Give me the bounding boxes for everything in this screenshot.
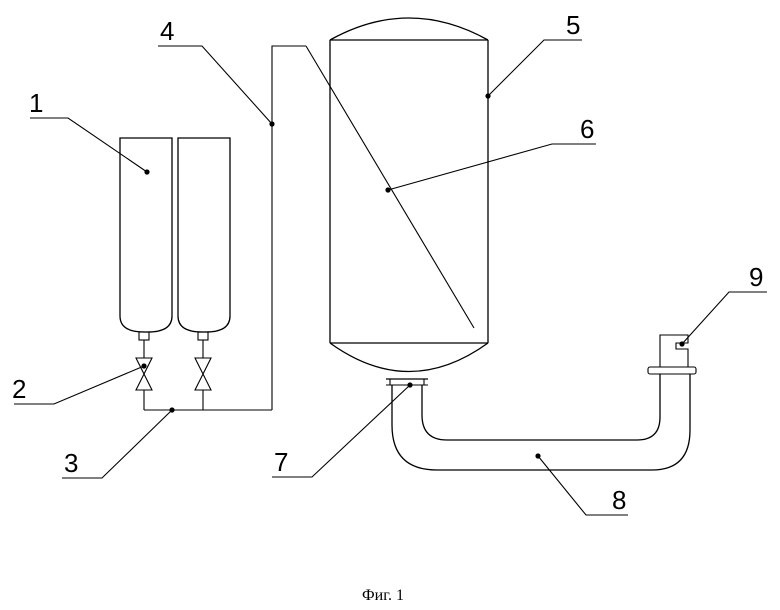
leader-2 [14, 363, 147, 404]
gas-cylinder-right [178, 138, 230, 358]
callout-2: 2 [12, 374, 26, 404]
nozzle [648, 335, 696, 374]
figure-caption: Фиг. 1 [362, 587, 404, 604]
leader-1 [30, 118, 150, 175]
leader-5 [485, 40, 582, 99]
leader-6 [385, 144, 596, 193]
outlet-flange [386, 379, 428, 385]
leader-4 [158, 46, 275, 127]
callout-4: 4 [160, 16, 174, 46]
callout-9: 9 [749, 262, 763, 292]
callout-7: 7 [274, 447, 288, 477]
leader-3 [62, 407, 175, 478]
callout-5: 5 [566, 10, 580, 40]
internal-tube [306, 46, 474, 328]
valve-right [195, 358, 211, 410]
callout-8: 8 [612, 485, 626, 515]
leader-9 [679, 292, 767, 347]
pressure-vessel [330, 18, 488, 372]
callout-3: 3 [64, 448, 78, 478]
callout-1: 1 [29, 88, 43, 118]
riser-pipe [272, 46, 306, 410]
u-pipe [392, 374, 690, 470]
callout-6: 6 [580, 114, 594, 144]
